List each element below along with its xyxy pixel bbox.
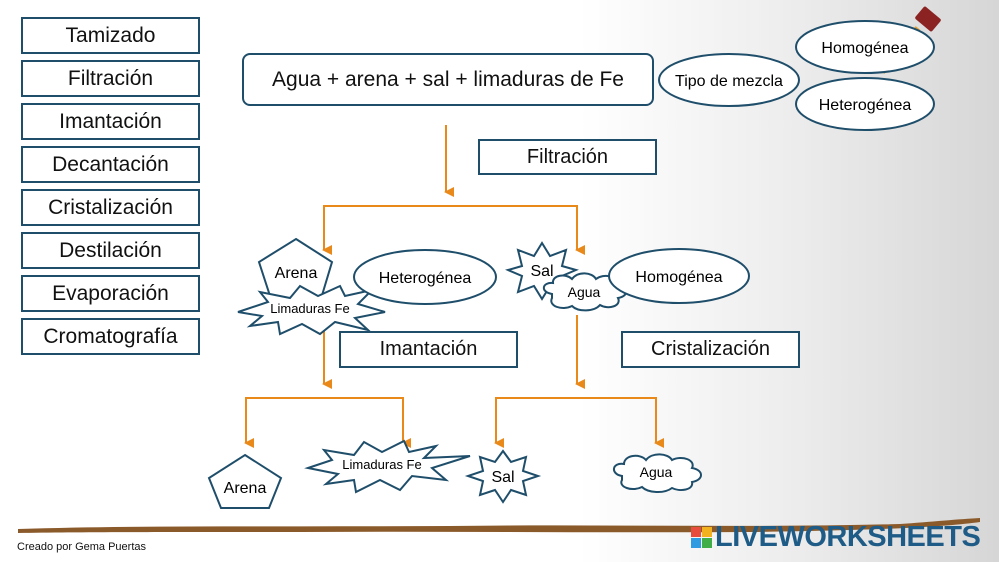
- logo-icon: [691, 527, 712, 548]
- logo-text: LIVEWORKSHEETS: [715, 521, 980, 554]
- result-limaduras-label: Limaduras Fe: [342, 457, 421, 472]
- result-agua-label: Agua: [640, 464, 673, 480]
- liveworksheets-logo: LIVEWORKSHEETS: [691, 522, 980, 552]
- shape-limaduras-label: Limaduras Fe: [270, 301, 349, 316]
- arrow-split-right: [496, 398, 656, 440]
- shape-agua-label: Agua: [568, 284, 601, 300]
- shape-arena-label: Arena: [275, 265, 318, 282]
- author-credit: Creado por Gema Puertas: [17, 541, 146, 553]
- arrow-split-left: [246, 398, 403, 440]
- left-type-label: Heterogénea: [379, 270, 472, 287]
- right-type-label: Homogénea: [635, 269, 722, 286]
- arrow-split-top: [324, 206, 577, 247]
- result-arena-label: Arena: [224, 480, 267, 497]
- shape-sal-label: Sal: [530, 263, 553, 280]
- mixture-type-label: Tipo de mezcla: [675, 73, 783, 90]
- option-heterogenea-label: Heterogénea: [819, 97, 912, 114]
- option-homogenea-label: Homogénea: [821, 40, 908, 57]
- result-sal-label: Sal: [491, 469, 514, 486]
